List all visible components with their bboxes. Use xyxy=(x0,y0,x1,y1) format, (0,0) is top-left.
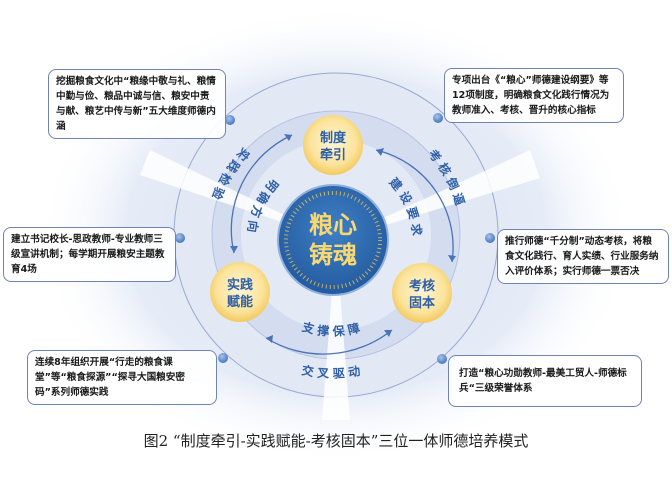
node-label-line1: 考核 xyxy=(409,278,435,294)
node-label-line2: 牵引 xyxy=(320,147,346,163)
node-label-line2: 赋能 xyxy=(227,294,253,310)
center-text-line2: 铸魂 xyxy=(309,241,357,269)
node-label-line1: 制度 xyxy=(320,130,347,146)
figure-caption: 图2 “制度牵引-实践赋能-考核固本”三位一体师德培养模式 xyxy=(143,432,529,450)
arrow-heads xyxy=(230,134,456,343)
info-box-mid-left: 建立书记校长-思政教师-专业教师三级宣讲机制；每学期开展粮安主题教育4场 xyxy=(3,227,176,282)
arc-label-outer-bottom: 交叉驱动 xyxy=(301,362,366,381)
node-label-line2: 固本 xyxy=(409,295,435,311)
node-zhidu-qianyin: 制度 牵引 xyxy=(303,115,363,175)
center-circle xyxy=(277,184,389,296)
info-box-top-left: 挖掘粮食文化中“粮缘中敬与礼、粮情中勤与俭、粮品中诚与信、粮安中责与献、粮艺中传… xyxy=(48,69,226,139)
info-box-bottom-right: 打造“粮心功勋教师-最美工贸人-师德标兵“三级荣誉体系 xyxy=(448,355,642,407)
center-text-line1: 粮心 xyxy=(309,211,357,239)
node-shijian-funeng: 实践 赋能 xyxy=(210,262,270,322)
light-ray xyxy=(322,240,350,420)
connector-dots xyxy=(175,113,495,364)
node-label-line1: 实践 xyxy=(227,277,253,293)
info-box-bottom-left: 连续8年组织开展“行走的粮食课堂”等“粮食探源”“探寻大国粮安密码”系列师德实践 xyxy=(27,350,217,405)
info-box-mid-right: 推行师德“千分制”动态考核，将粮食文化践行、育人实绩、行业服务纳入评价体系；实行… xyxy=(497,229,669,284)
info-box-top-right: 专项出台《“粮心”师德建设纲要》等12项制度，明确粮食文化践行情况为教师准入、考… xyxy=(444,68,624,123)
cycle-arrows xyxy=(230,134,454,355)
node-kaohe-guben: 考核 固本 xyxy=(392,263,452,323)
center-tick-ring xyxy=(284,191,382,289)
